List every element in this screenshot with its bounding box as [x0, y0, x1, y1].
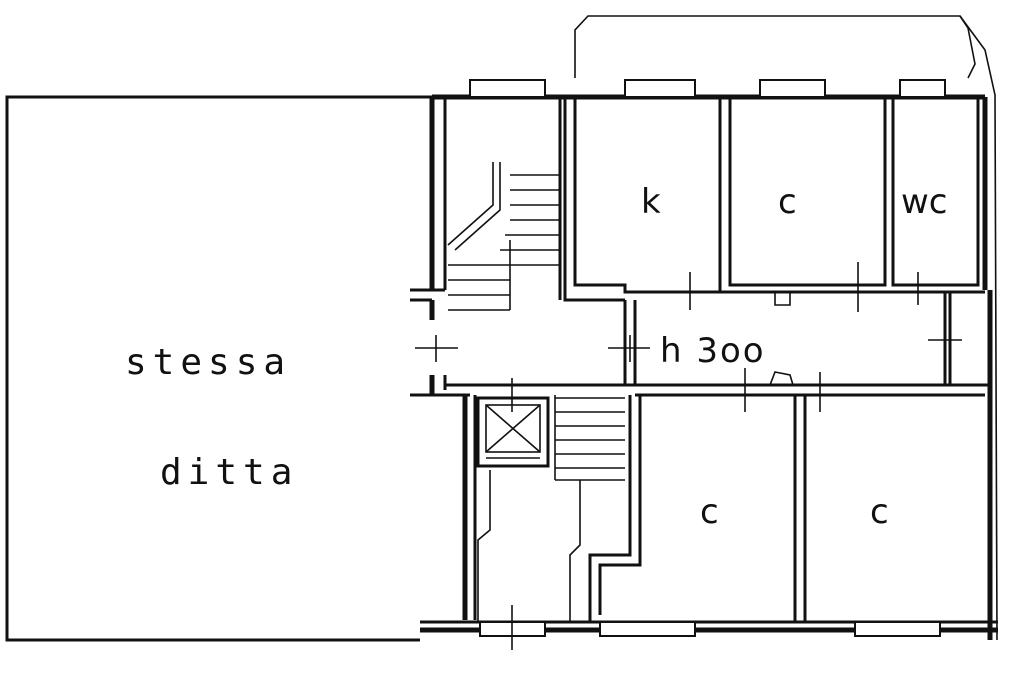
- corridor-walls: [635, 292, 985, 397]
- room-label-kitchen: k: [641, 182, 661, 222]
- elevator-icon: [476, 396, 550, 468]
- room-bottom-left: [588, 395, 797, 622]
- bottom-windows: [479, 621, 941, 637]
- room-label-bottom-right-c: c: [870, 492, 889, 532]
- room-label-wc: wc: [901, 182, 948, 222]
- room-label-bottom-left-c: c: [700, 492, 719, 532]
- terrace-outline: [574, 15, 998, 641]
- top-windows: [469, 79, 946, 98]
- stairs-lower: [554, 395, 625, 481]
- room-top-c: [720, 97, 890, 294]
- ceiling-height-label: h 3oo: [660, 331, 766, 371]
- room-label-top-c: c: [778, 182, 797, 222]
- landing-outline: [477, 470, 581, 622]
- room-wc: [890, 97, 990, 387]
- neighbor-property-outline: [5, 95, 432, 642]
- neighbor-label-line1: stessa: [125, 342, 291, 383]
- door-tick-marks: [415, 262, 962, 650]
- stair-hall-walls: [445, 97, 637, 387]
- room-kitchen: [563, 97, 722, 302]
- stairs-upper: [447, 162, 560, 311]
- neighbor-label-line2: ditta: [160, 452, 298, 493]
